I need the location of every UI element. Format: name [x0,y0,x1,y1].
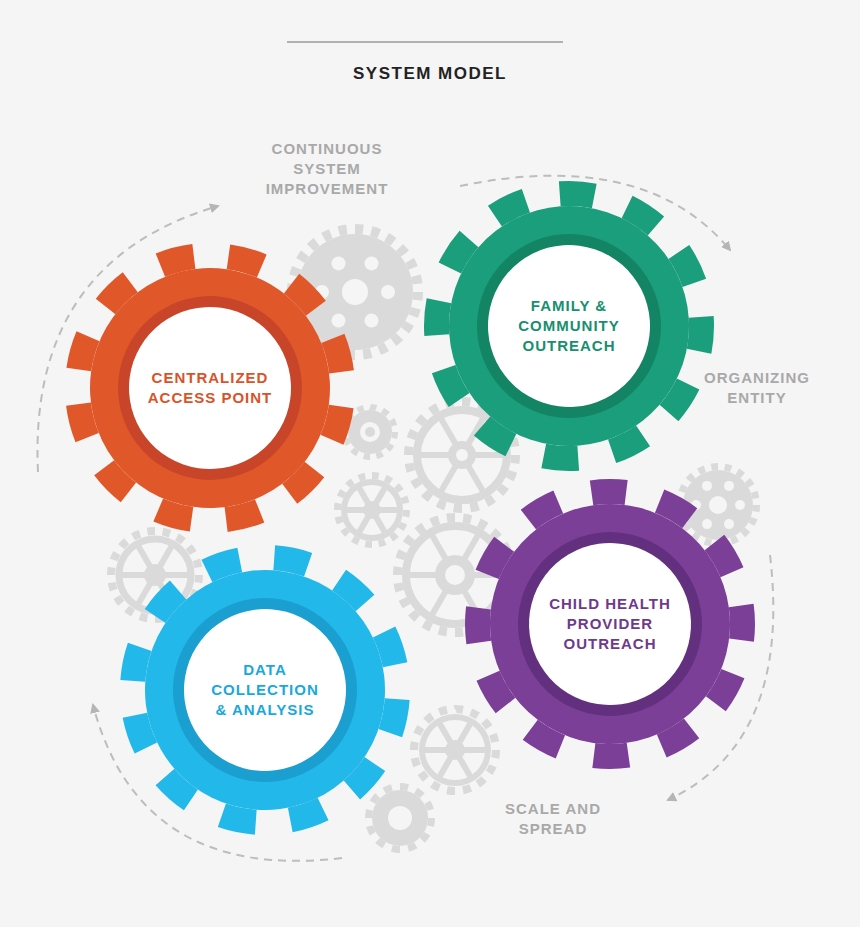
gear-hub [365,427,375,437]
gear-hub [448,441,476,469]
cycle-label: CONTINUOUS SYSTEM IMPROVEMENT [257,139,397,199]
gear-ring [471,228,667,424]
gear-label: CHILD HEALTH PROVIDER OUTREACH [545,594,675,654]
gear-teeth [338,476,407,545]
gear-hole [332,256,346,270]
gear-group [124,549,407,832]
gear-hole [388,806,412,830]
gear-hole [702,481,712,491]
gear-ring [506,520,714,728]
gear-hole [456,449,468,461]
cycle-label: ORGANIZING ENTITY [702,368,812,408]
gear-ring [167,592,363,788]
gray-gear [338,476,407,545]
gear-label: DATA COLLECTION & ANALYSIS [205,660,325,720]
title-rule [287,41,563,43]
gear-hole [342,279,368,305]
gear-shape [64,242,356,534]
gear-hub [144,564,166,586]
gear-node: CENTRALIZED ACCESS POINT [64,242,356,534]
gear-hub [445,740,465,760]
gear-spokes [344,486,400,534]
gear-ring [106,284,314,492]
gear-label: CENTRALIZED ACCESS POINT [140,368,280,408]
diagram-title: SYSTEM MODEL [0,64,860,84]
gear-body [683,470,753,540]
gear-hole [365,314,379,328]
gray-gear [414,709,496,791]
gear-group [428,185,711,468]
gear-teeth [124,549,407,832]
gear-teeth [64,242,356,534]
gear-text-box: FAMILY & COMMUNITY OUTREACH [423,180,715,472]
gear-label: FAMILY & COMMUNITY OUTREACH [509,296,629,356]
gear-hole [360,422,380,442]
gear-hole [381,285,395,299]
gray-gear [369,787,432,850]
cycle-label: SCALE AND SPREAD [498,799,608,839]
gear-text-box: CHILD HEALTH PROVIDER OUTREACH [464,478,756,770]
gear-center [179,604,352,777]
gear-rim [344,482,400,538]
gear-body [441,198,697,454]
gear-hole [724,481,734,491]
gear-center [519,533,702,716]
gear-hub [363,501,381,519]
gear-group [64,242,356,534]
gear-text-box: DATA COLLECTION & ANALYSIS [119,544,411,836]
gear-teeth [464,478,756,770]
gear-spokes [422,721,488,778]
gear-hub [435,555,475,595]
gear-body [474,488,745,759]
gear-center [119,297,302,480]
gear-teeth [414,709,496,791]
gear-rim [422,717,488,783]
gear-hole [724,519,734,529]
gear-body [372,790,428,846]
gear-teeth [369,787,432,850]
gear-hole [445,565,465,585]
gear-hole [702,519,712,529]
gear-hole [709,496,727,514]
gear-center [483,240,656,413]
gear-node: DATA COLLECTION & ANALYSIS [119,544,411,836]
gear-hole [332,314,346,328]
gear-group [464,478,756,770]
gear-node: FAMILY & COMMUNITY OUTREACH [423,180,715,472]
gear-text-box: CENTRALIZED ACCESS POINT [64,242,356,534]
gear-body [348,410,392,454]
gear-node: CHILD HEALTH PROVIDER OUTREACH [464,478,756,770]
gear-teeth [428,185,711,468]
gear-hole [365,256,379,270]
gear-hole [735,500,745,510]
